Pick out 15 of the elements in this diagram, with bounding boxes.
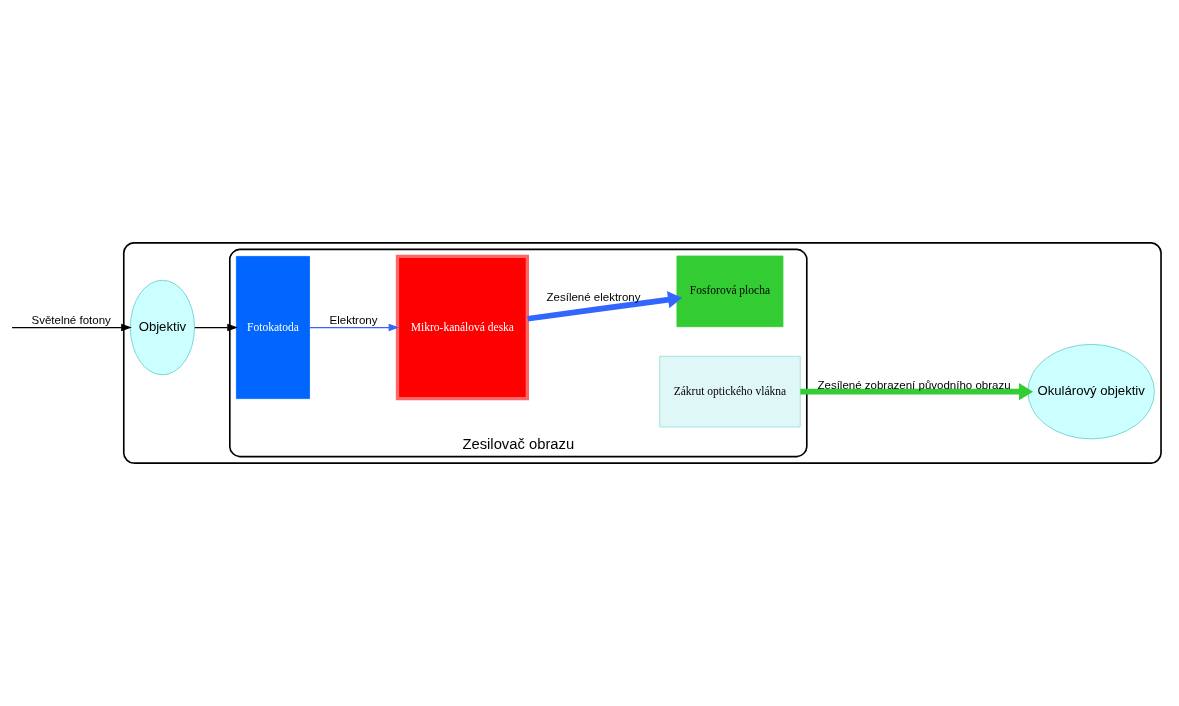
node-box: Fotokatoda	[235, 256, 310, 400]
edge-label: Světelné fotony	[31, 314, 111, 327]
edge-label: Elektrony	[329, 314, 378, 327]
arrow	[11, 323, 132, 332]
node-ellipse: Objektiv	[129, 279, 195, 376]
arrow	[800, 382, 1034, 401]
edge-label: Zesílené zobrazení původního obrazu	[817, 378, 1011, 391]
arrow	[308, 323, 400, 332]
node-box: Fosforová plocha	[676, 255, 784, 328]
node-box: Zákrut optického vlákna	[659, 355, 801, 428]
node-ellipse: Okulárový objektiv	[1027, 343, 1155, 440]
arrow	[527, 291, 683, 322]
node-box: Mikro-kanálová deska	[395, 254, 529, 401]
arrow	[194, 323, 238, 332]
edge-label: Zesílené elektrony	[546, 291, 641, 304]
